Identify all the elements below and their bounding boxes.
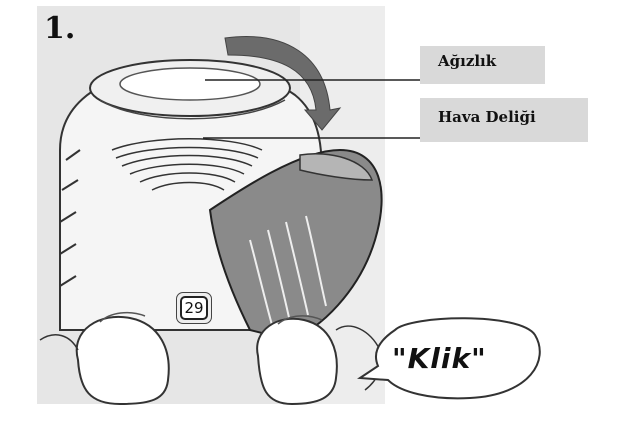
right-thumb	[257, 319, 337, 404]
click-sound-text: "Klik"	[392, 342, 487, 375]
step-number: 1.	[44, 14, 75, 44]
air-hole-label: Hava Deliği	[420, 98, 588, 142]
dose-counter: 29	[180, 296, 208, 320]
mouthpiece-label: Ağızlık	[420, 46, 545, 84]
mouthpiece-opening	[120, 68, 260, 100]
left-thumb	[77, 317, 169, 404]
